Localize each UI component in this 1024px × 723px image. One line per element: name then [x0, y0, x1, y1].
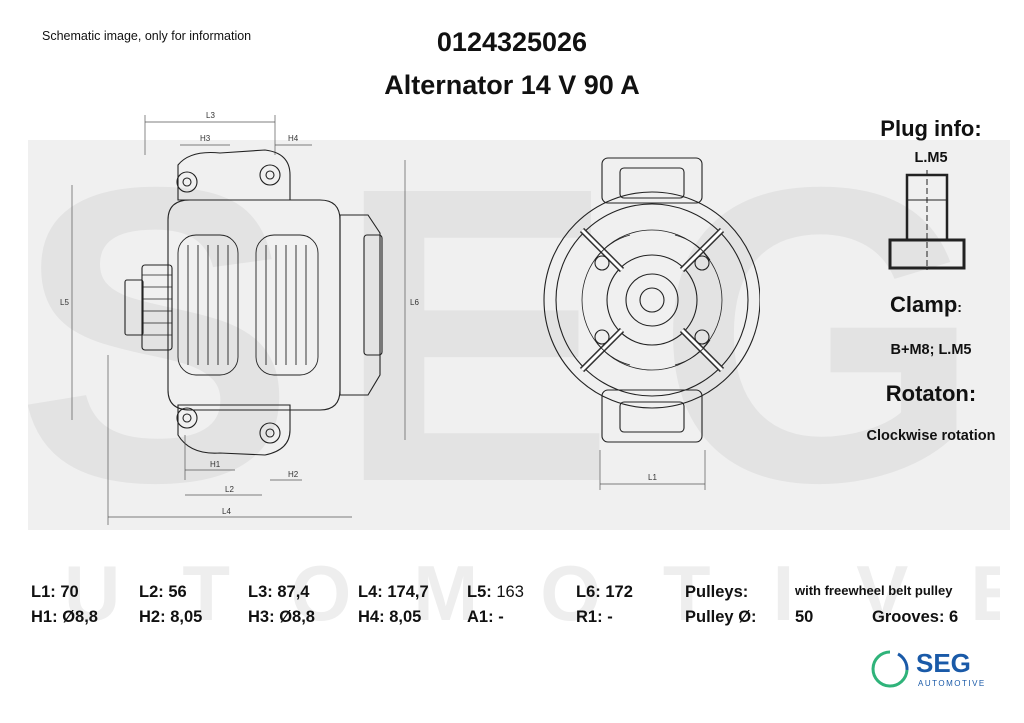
dim-label-l3: L3 [206, 111, 215, 120]
logo-sub: AUTOMOTIVE [918, 679, 986, 688]
plug-terminal-icon [888, 170, 966, 270]
spec-l2: L2: 56 [139, 583, 187, 601]
seg-automotive-logo: SEG AUTOMOTIVE [871, 648, 986, 688]
plug-info-heading: Plug info: [880, 116, 982, 141]
rotation-heading: Rotaton: [885, 381, 977, 406]
dim-label-l2: L2 [225, 485, 234, 494]
dim-label-l4: L4 [222, 507, 231, 516]
clamp-heading: Clamp: [890, 292, 962, 317]
dim-label-h2: H2 [288, 470, 299, 479]
dim-label-h1: H1 [210, 460, 221, 469]
dim-label-l1: L1 [648, 473, 657, 482]
alternator-side-view-drawing: L3 H3 H4 L5 L6 H1 H2 L2 [60, 111, 419, 525]
spec-h1: H1: Ø8,8 [31, 608, 98, 626]
dim-label-h3: H3 [200, 134, 211, 143]
watermark-text: SEG [28, 140, 1010, 530]
spec-l4: L4: 174,7 [358, 583, 429, 601]
spec-l6: L6: 172 [576, 583, 633, 601]
dim-label-h4: H4 [288, 134, 299, 143]
spec-grooves: Grooves: 6 [872, 608, 959, 626]
spec-pulley-diameter-value: 50 [795, 608, 814, 626]
spec-pulleys-value: with freewheel belt pulley [795, 583, 953, 598]
logo-brand: SEG [916, 648, 971, 678]
watermark-background: SEG [28, 140, 1010, 530]
spec-l1: L1: 70 [31, 583, 79, 601]
spec-pulley-diameter-label: Pulley Ø: [685, 608, 757, 626]
svg-text:AUTOMOTIVE: AUTOMOTIVE [30, 552, 1000, 632]
dim-label-l5: L5 [60, 298, 69, 307]
clamp-value: B+M8; L.M5 [890, 342, 972, 358]
dim-label-l6: L6 [410, 298, 419, 307]
plug-info-value: L.M5 [914, 150, 948, 166]
spec-r1: R1: - [576, 608, 613, 626]
spec-h3: H3: Ø8,8 [248, 608, 315, 626]
page-title: Alternator 14 V 90 A [384, 70, 640, 100]
spec-h4: H4: 8,05 [358, 608, 422, 626]
spec-h2: H2: 8,05 [139, 608, 203, 626]
schematic-note: Schematic image, only for information [42, 29, 252, 43]
spec-l5: L5: 163 [467, 583, 524, 601]
rotation-value: Clockwise rotation [866, 428, 996, 444]
alternator-front-view-drawing: L1 [543, 157, 760, 490]
spec-a1: A1: - [467, 608, 504, 626]
part-number: 0124325026 [436, 27, 588, 57]
watermark-subtext: AUTOMOTIVE [30, 552, 1000, 632]
spec-pulleys-label: Pulleys: [685, 583, 749, 601]
spec-l3: L3: 87,4 [248, 583, 310, 601]
